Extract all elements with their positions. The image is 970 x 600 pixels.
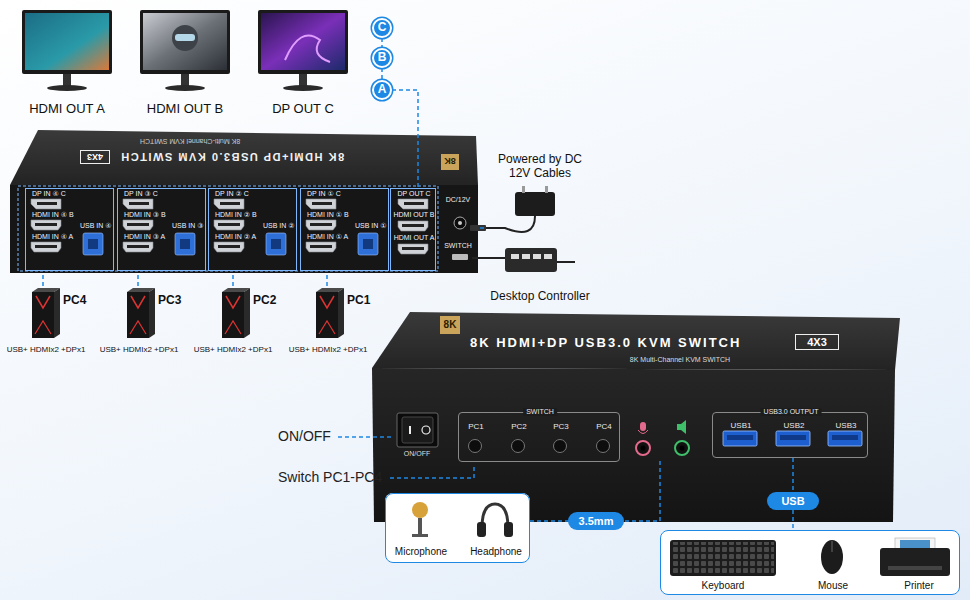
node-text: 4X3 [87,152,103,162]
node-text: HDMI IN ③ B [124,211,166,219]
power-note: Powered by DC 12V Cables [495,153,585,181]
logo-text: 8K [444,319,457,331]
node-text: USB3.0 OUTPUT [761,408,822,416]
controller-label: Desktop Controller [490,290,589,304]
node-text: PC1 [468,422,484,431]
node-text: HDMI IN ② B [215,211,257,219]
node-text: HDMI OUT A [394,234,435,242]
input-port-group: DP IN ② C HDMI IN ② B HDMI IN ② A USB IN ② [208,188,297,271]
connector-pill: USB [767,492,819,510]
model-badge: 4X3 [80,150,110,164]
node-text: DP IN ① C [307,190,341,198]
pc-label: PC4 [63,294,86,308]
dashed-connector [392,90,418,188]
node-text: Headphone [470,546,522,558]
node-text: USB1 [731,421,752,430]
node-text: PC3 [553,422,569,431]
pc-label: PC1 [347,294,370,308]
node-text: USB IN ② [263,222,295,230]
monitor-label: HDMI OUT B [147,102,223,117]
switch-button-group: SWITCHPC1PC2PC3PC4 [458,412,620,462]
port-label: SWITCH [444,242,472,250]
callout-text: Switch PC1-PC4 [278,469,382,485]
node-text: Keyboard [702,580,745,592]
node-text: DP OUT C [397,190,430,198]
usb-device-box: Keyboard Mouse Printer [660,530,960,595]
device-title: 8K HDMI+DP USB3.0 KVM SWITCH [120,150,344,163]
node-text: A [378,83,387,97]
cable-note: USB+ HDMIx2 +DPx1 [100,345,179,354]
node-text: PC4 [596,422,612,431]
node-text: HDMI OUT B [393,211,434,219]
node-text: Printer [904,580,933,592]
node-text: USB IN ① [355,222,387,230]
node-text: USB [781,495,804,508]
node-text: Microphone [395,546,447,558]
device-title: 8K HDMI+DP USB3.0 KVM SWITCH [470,336,741,351]
node-text: DP IN ③ C [124,190,158,198]
node-text: HDMI IN ④ B [32,211,74,219]
audio-device-box: Microphone Headphone [385,493,530,563]
node-text: C [378,21,387,35]
input-port-group: DP IN ① C HDMI IN ① B HDMI IN ① A USB IN ① [300,188,389,271]
node-text: B [378,51,387,65]
node-text: SWITCH [523,408,557,416]
logo-text: 8K [444,156,456,166]
port-label: DC/12V [446,196,471,204]
node-text: PC2 [511,422,527,431]
switch-label: ON/OFF [404,450,430,458]
node-text: DP IN ④ C [32,190,66,198]
callout-letter: A [372,80,392,100]
cable-note: USB+ HDMIx2 +DPx1 [194,345,273,354]
node-text: USB IN ④ [80,222,112,230]
cable-note: USB+ HDMIx2 +DPx1 [7,345,86,354]
callout-letter: B [372,48,392,68]
input-port-group: DP IN ③ C HDMI IN ③ B HDMI IN ③ A USB IN ③ [117,188,206,271]
callout-text: ON/OFF [278,428,331,444]
cable-note: USB+ HDMIx2 +DPx1 [289,345,368,354]
node-text: HDMI IN ③ A [124,233,165,241]
monitor-label: HDMI OUT A [29,102,105,117]
dashed-connector [792,458,794,492]
device-subtitle: 8K Multi-Channel KVM SWITCH [140,137,240,145]
connector-pill: 3.5mm [568,512,624,530]
pc-label: PC2 [253,294,276,308]
node-text: HDMI IN ④ A [32,233,73,241]
node-text: DP IN ② C [215,190,249,198]
node-text: Mouse [818,580,848,592]
node-text: HDMI IN ① A [307,233,348,241]
pc-label: PC3 [158,294,181,308]
dashed-connector [792,510,794,530]
node-text: USB IN ③ [172,222,204,230]
dashed-connector [381,68,383,80]
node-text: HDMI IN ② A [215,233,256,241]
node-text: 4X3 [807,336,827,349]
monitor-label: DP OUT C [272,102,334,117]
output-port-group: DP OUT C HDMI OUT B HDMI OUT A [390,188,436,271]
callout-letter: C [372,18,392,38]
node-text: 3.5mm [579,515,614,528]
dashed-connector [381,38,383,48]
usb-output-group: USB3.0 OUTPUTUSB1USB2USB3 [712,412,868,458]
input-port-group: DP IN ④ C HDMI IN ④ B HDMI IN ④ A USB IN ④ [25,188,114,271]
device-subtitle: 8K Multi-Channel KVM SWITCH [630,356,730,364]
model-badge: 4X3 [795,334,839,350]
node-text: USB3 [836,421,857,430]
dashed-connector [530,520,568,522]
node-text: USB2 [784,421,805,430]
node-text: HDMI IN ① B [307,211,349,219]
